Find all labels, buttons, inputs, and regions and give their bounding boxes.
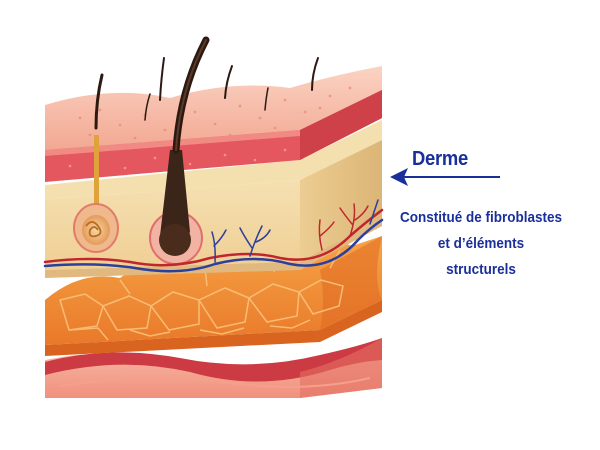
hair-follicle	[149, 36, 210, 265]
muscle-layer	[45, 338, 382, 398]
dermis-layer	[45, 120, 382, 278]
surface-hairs	[94, 57, 319, 130]
arrow-left-icon	[390, 168, 500, 186]
blood-vessels	[43, 199, 384, 273]
sweat-gland	[73, 135, 119, 253]
epidermis-layer	[45, 66, 382, 182]
derme-label: Derme	[412, 148, 468, 170]
derme-description-line-2: et d’éléments	[437, 235, 525, 252]
derme-description-line-1: Constitué de fibroblastes	[399, 209, 563, 226]
derme-description: Constitué de fibroblastes et d’éléments …	[372, 205, 590, 283]
derme-description-line-3: structurels	[446, 261, 516, 278]
